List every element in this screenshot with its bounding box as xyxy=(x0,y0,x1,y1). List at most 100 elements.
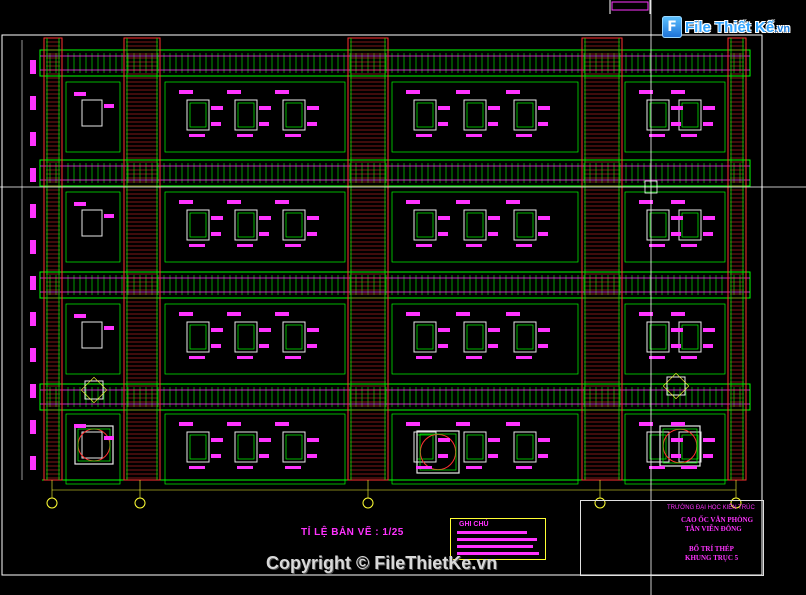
rebar-tag xyxy=(259,232,269,236)
rebar-tag xyxy=(639,90,653,94)
crosshair-pickbox xyxy=(644,180,658,194)
side-rebar-tag xyxy=(30,276,36,290)
rebar-tag xyxy=(179,312,193,316)
rebar-tag xyxy=(74,202,86,206)
rebar-tag xyxy=(259,454,269,458)
side-rebar-tag xyxy=(30,240,36,254)
rebar-tag xyxy=(406,200,420,204)
bay-frame xyxy=(65,303,121,375)
rebar-tag xyxy=(406,312,420,316)
title-block-company: TRƯỜNG ĐẠI HỌC KIẾN TRÚC xyxy=(667,505,755,511)
rebar-tag xyxy=(671,344,681,348)
rebar-tag xyxy=(285,244,301,247)
diamond-tie xyxy=(80,376,108,404)
bay-frame xyxy=(391,81,579,153)
rebar-tag xyxy=(671,90,685,94)
bay-frame xyxy=(164,81,346,153)
section-stirrup xyxy=(681,212,699,238)
rebar-tag xyxy=(259,106,271,110)
column-stirrup xyxy=(77,428,111,462)
title-block-sheet-1: BỐ TRÍ THÉP xyxy=(689,545,734,553)
section-stirrup xyxy=(649,434,667,460)
axis-bubble xyxy=(730,497,742,509)
rebar-tag xyxy=(538,344,548,348)
rebar-tag xyxy=(681,356,697,359)
rebar-tag xyxy=(681,466,697,469)
section-stirrup xyxy=(237,212,255,238)
rebar-tag xyxy=(237,244,253,247)
beam-section xyxy=(81,321,103,349)
beam-strip xyxy=(39,49,751,77)
rebar-tag xyxy=(681,134,697,137)
rebar-tag xyxy=(179,200,193,204)
bay-frame xyxy=(391,413,579,485)
beam-section xyxy=(463,321,487,353)
beam-section xyxy=(513,321,537,353)
rebar-tag xyxy=(416,356,432,359)
beam-section xyxy=(234,99,258,131)
rebar-tag xyxy=(671,216,683,220)
rebar-tag xyxy=(237,134,253,137)
rebar-tag xyxy=(275,312,289,316)
rebar-tag xyxy=(211,232,221,236)
scale-note: TỈ LỆ BẢN VẼ : 1/25 xyxy=(301,527,404,538)
rebar-tag xyxy=(275,90,289,94)
beam-section xyxy=(413,209,437,241)
bay-frame xyxy=(624,413,726,485)
outer-border xyxy=(1,34,763,576)
rebar-tag xyxy=(703,438,715,442)
rebar-tag xyxy=(211,438,223,442)
rebar-tag xyxy=(104,104,114,108)
rebar-tag xyxy=(275,422,289,426)
rebar-tag xyxy=(516,356,532,359)
side-rebar-tag xyxy=(30,312,36,326)
rebar-tag xyxy=(538,232,548,236)
beam-section xyxy=(413,99,437,131)
section-stirrup xyxy=(466,434,484,460)
beam-section xyxy=(463,431,487,463)
section-stirrup xyxy=(285,212,303,238)
title-block: TRƯỜNG ĐẠI HỌC KIẾN TRÚC CAO ỐC VĂN PHÒN… xyxy=(580,500,764,576)
rebar-tag xyxy=(259,122,269,126)
dimension-lines xyxy=(46,480,742,509)
rebar-tag xyxy=(488,328,500,332)
column-strips xyxy=(43,37,747,481)
rebar-tag xyxy=(681,244,697,247)
side-rebar-tag xyxy=(30,132,36,146)
rebar-tag xyxy=(639,422,653,426)
rebar-tag xyxy=(703,216,715,220)
rebar-tag xyxy=(307,344,317,348)
beam-section xyxy=(678,209,702,241)
rebar-tag xyxy=(538,454,548,458)
rebar-tag xyxy=(179,90,193,94)
beam-section xyxy=(678,321,702,353)
side-rebar-tag xyxy=(30,96,36,110)
rebar-tag xyxy=(285,356,301,359)
beam-section xyxy=(513,99,537,131)
beam-section xyxy=(186,431,210,463)
column-stirrup xyxy=(662,428,698,464)
note-line xyxy=(457,538,537,541)
beam-section xyxy=(646,99,670,131)
rebar-tag xyxy=(416,244,432,247)
rebar-tag xyxy=(259,216,271,220)
rebar-tag xyxy=(307,232,317,236)
beam-section xyxy=(234,431,258,463)
rebar-tag xyxy=(456,200,470,204)
axis-bubble xyxy=(46,497,58,509)
rebar-tag xyxy=(74,314,86,318)
rebar-tag xyxy=(671,328,683,332)
axis-bubble xyxy=(134,497,146,509)
beam-strip xyxy=(39,271,751,299)
rebar-tag xyxy=(104,436,114,440)
rebar-tag xyxy=(189,466,205,469)
rebar-tag xyxy=(211,328,223,332)
rebar-tag xyxy=(506,312,520,316)
section-stirrup xyxy=(466,324,484,350)
rebar-tag xyxy=(639,200,653,204)
rebar-tag xyxy=(438,232,448,236)
section-stirrup xyxy=(416,434,434,460)
